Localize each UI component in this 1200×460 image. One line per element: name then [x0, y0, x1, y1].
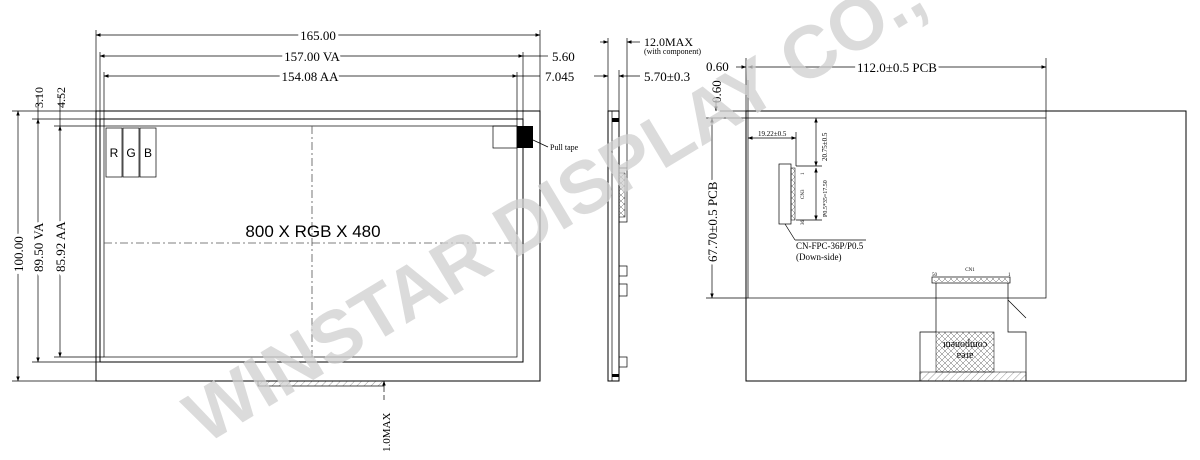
- component-area: [935, 331, 995, 373]
- connector-ref: CN1: [965, 268, 975, 273]
- dim-left-offset: 0.60: [706, 59, 729, 74]
- dim-max-thickness: 12.0MAX: [644, 35, 693, 49]
- subpixel-r-box: [105, 127, 123, 178]
- subpixel-b-label: B: [144, 146, 152, 160]
- pcb: [747, 117, 1047, 299]
- fpc-pin-first: 1: [801, 172, 806, 175]
- dim-outline-width: 165.00: [300, 28, 336, 43]
- dim-top-va: 3.10: [32, 87, 46, 108]
- pull-tape: [517, 126, 533, 148]
- component-area-line2: area: [956, 350, 973, 361]
- side-component-3: [618, 283, 628, 297]
- side-body: [607, 110, 620, 382]
- connector-pin-last: 50: [932, 273, 938, 278]
- fpc-note: (Down-side): [796, 252, 842, 262]
- dim-thickness: 5.70±0.3: [644, 69, 690, 84]
- viewing-area: [99, 118, 524, 363]
- subpixel-g-box: [122, 127, 140, 178]
- pull-tape-tab: [492, 125, 518, 149]
- subpixel-r-label: R: [110, 146, 119, 160]
- fpc-label: CN-FPC-36P/P0.5: [796, 241, 864, 251]
- dim-right-va: 5.60: [552, 49, 575, 64]
- main-connector: [931, 276, 1011, 284]
- dim-top-aa: 4.52: [54, 87, 68, 108]
- dim-fpc-thickness: 1.0MAX: [381, 413, 393, 452]
- connector-pin-first: 1: [1008, 273, 1011, 278]
- dim-va-height: 89.50 VA: [31, 222, 46, 272]
- dim-pcb-height: 67.70±0.5 PCB: [705, 181, 720, 262]
- fpc-pin-last: 36: [801, 220, 806, 226]
- fpc-ref: CN3: [801, 189, 806, 199]
- component-area-line1: component: [943, 339, 988, 350]
- back-view: 0.60 112.0±0.5 PCB 0.60 67.70±0.5 PCB CN…: [702, 57, 1187, 382]
- dim-fpc-x: 19.22±0.5: [758, 130, 787, 138]
- side-component-2: [618, 265, 628, 277]
- dim-max-note: (with component): [644, 47, 701, 56]
- dim-pcb-width: 112.0±0.5 PCB: [857, 60, 937, 75]
- front-view: R G B 800 X RGB X 480 Pull tape 1.0MAX 1…: [8, 25, 579, 452]
- side-view: 12.0MAX (with component) 5.70±0.3: [594, 35, 701, 382]
- dim-right-aa: 7.045: [545, 69, 574, 84]
- subpixel-g-label: G: [126, 146, 135, 160]
- active-area: [103, 125, 518, 358]
- dim-top-offset: 0.60: [709, 80, 724, 103]
- dim-aa-height: 85.92 AA: [53, 221, 68, 272]
- dim-va-width: 157.00 VA: [284, 49, 340, 64]
- dim-fpc-pitch: P0.5*35=17.50: [823, 180, 829, 217]
- pull-tape-label: Pull tape: [550, 143, 579, 152]
- dim-outline-height: 100.00: [11, 236, 26, 272]
- side-component-4: [618, 356, 628, 368]
- fpc-connector: [778, 163, 792, 225]
- dim-fpc-y: 20.75±0.5: [821, 132, 829, 161]
- resolution-label: 800 X RGB X 480: [245, 222, 380, 241]
- subpixel-b-box: [139, 127, 157, 178]
- dim-aa-width: 154.08 AA: [281, 69, 339, 84]
